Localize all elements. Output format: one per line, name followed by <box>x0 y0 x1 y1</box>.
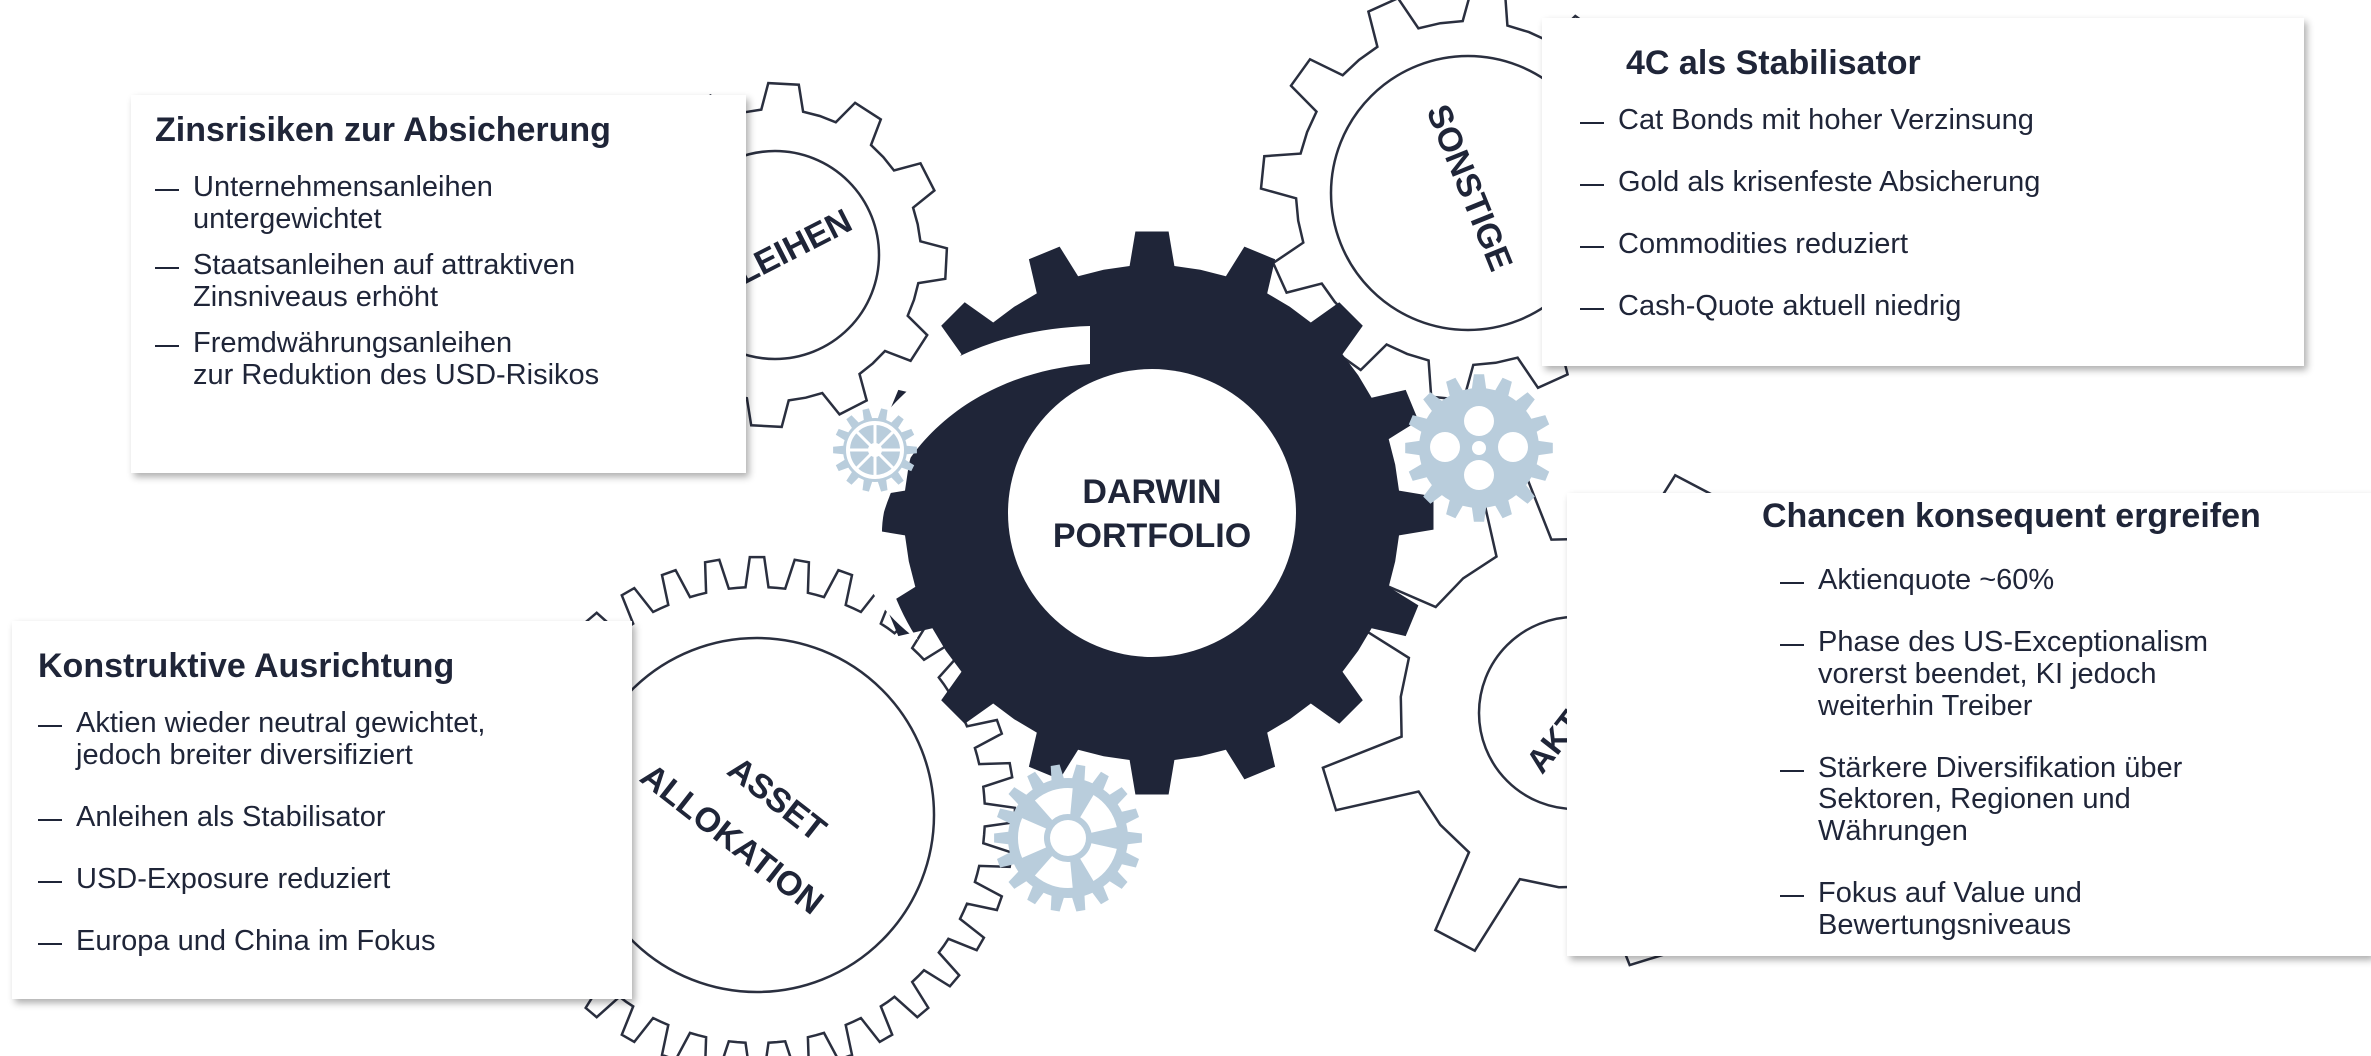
anleihen-panel-title: Zinsrisiken zur Absicherung <box>155 111 611 149</box>
list-item: Stärkere Diversifikation über Sektoren, … <box>1780 752 2260 849</box>
list-item: Anleihen als Stabilisator <box>38 801 606 834</box>
anleihen-panel: Zinsrisiken zur Absicherung Unternehmens… <box>131 95 746 473</box>
list-item: Aktienquote ~60% <box>1780 564 2260 597</box>
darwin-label-line2: PORTFOLIO <box>1053 517 1251 555</box>
list-item: USD-Exposure reduziert <box>38 863 606 896</box>
list-item: Gold als krisenfeste Absicherung <box>1580 166 2284 199</box>
list-item: Cat Bonds mit hoher Verzinsung <box>1580 104 2284 137</box>
list-item: Staatsanleihen auf attraktiven Zinsnivea… <box>155 249 722 314</box>
list-item: Commodities reduziert <box>1580 228 2284 261</box>
list-item: Fremdwährungsanleihen zur Reduktion des … <box>155 327 722 392</box>
small-wheel-gear-icon <box>994 764 1142 912</box>
asset-panel-title: Konstruktive Ausrichtung <box>38 647 455 685</box>
small-holed-gear-icon <box>1405 374 1553 522</box>
aktien-panel-title: Chancen konsequent ergreifen <box>1762 497 2261 535</box>
list-item: Unternehmensanleihen untergewichtet <box>155 171 722 236</box>
list-item: Aktien wieder neutral gewichtet, jedoch … <box>38 707 606 772</box>
darwin-gear-center-disc <box>1008 369 1296 657</box>
aktien-panel: Chancen konsequent ergreifen Aktienquote… <box>1567 493 2371 956</box>
small-spoked-gear-icon <box>833 408 917 492</box>
asset-allokation-panel: Konstruktive Ausrichtung Aktien wieder n… <box>12 621 632 999</box>
list-item: Cash-Quote aktuell niedrig <box>1580 290 2284 323</box>
list-item: Fokus auf Value und Bewertungsniveaus <box>1780 877 2260 942</box>
sonstige-panel: 4C als Stabilisator Cat Bonds mit hoher … <box>1542 18 2304 366</box>
list-item: Europa und China im Fokus <box>38 925 606 958</box>
list-item: Phase des US-Exceptionalism vorerst been… <box>1780 626 2260 723</box>
darwin-gear-swoosh <box>849 326 1090 640</box>
darwin-label-line1: DARWIN <box>1082 473 1221 511</box>
sonstige-panel-title: 4C als Stabilisator <box>1626 44 1921 82</box>
